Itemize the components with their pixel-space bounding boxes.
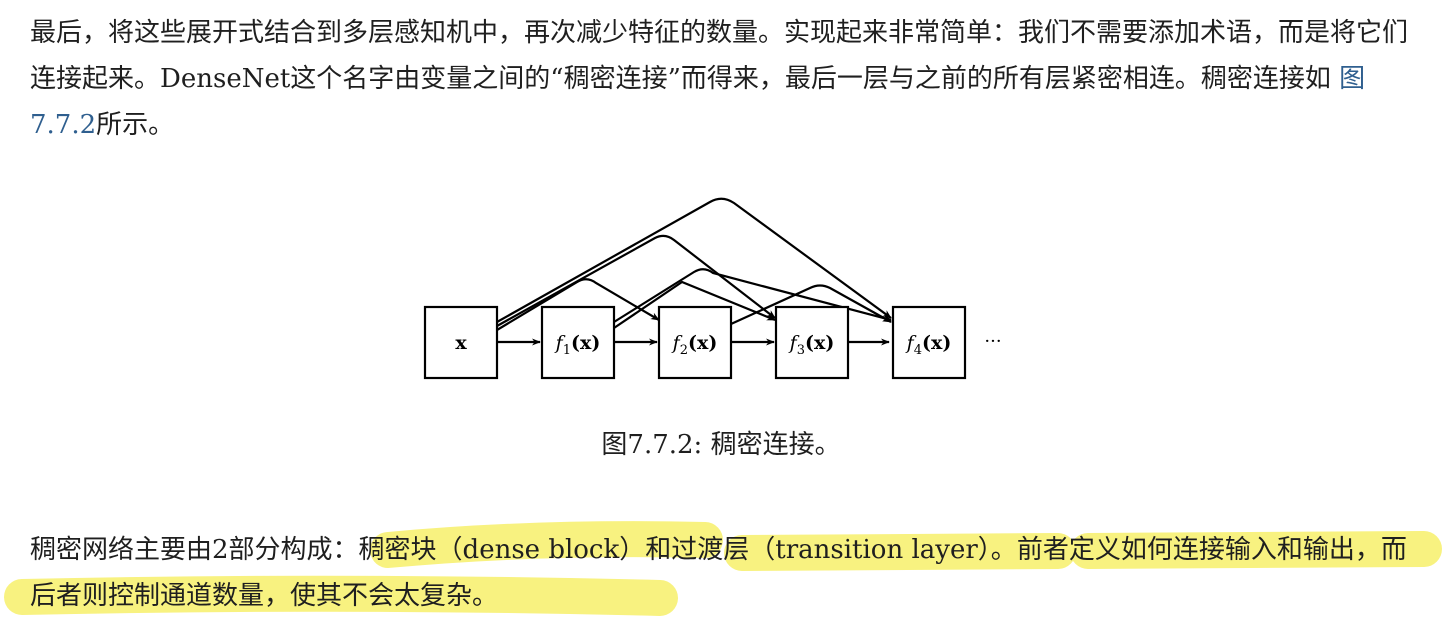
body-paragraph-2: 稠密网络主要由2部分构成：稠密块（dense block）和过渡层（transi… — [30, 527, 1420, 619]
node-box-f1 — [540, 305, 616, 380]
highlight-stroke-3 — [1070, 531, 1442, 569]
ellipsis: ··· — [984, 331, 1001, 352]
node-label-f2: f2(x) — [671, 332, 718, 358]
node-box-x — [423, 305, 499, 380]
node-label-f1: f1(x) — [554, 332, 601, 358]
node-box-f3 — [774, 305, 850, 380]
paragraph2-period: 。 — [990, 535, 1017, 565]
highlight-dense-block: 稠密块（dense block） — [358, 535, 646, 565]
body-paragraph-1: 最后，将这些展开式结合到多层感知机中，再次减少特征的数量。实现起来非常简单：我们… — [30, 10, 1420, 148]
edge-x-f3 — [496, 234, 776, 327]
dense-connection-figure: x f1(x) f2(x) f3(x) f4(x) ··· — [423, 197, 1002, 380]
edge-x-f4 — [496, 197, 892, 323]
node-box-f2 — [657, 305, 733, 380]
highlight-stroke-4 — [4, 575, 678, 616]
edge-x-f2 — [496, 278, 660, 331]
edge-f2-f4 — [730, 284, 892, 326]
paragraph2-intro: 稠密网络主要由2部分构成： — [30, 535, 359, 565]
node-label-x: x — [455, 332, 467, 354]
highlight-transition-layer: 过渡层（transition layer） — [671, 535, 991, 565]
figure-caption: 图7.7.2: 稠密连接。 — [601, 430, 841, 460]
node-box-f4 — [891, 305, 967, 380]
paragraph-text-end: 所示。 — [96, 110, 175, 140]
paragraph-text: 最后，将这些展开式结合到多层感知机中，再次减少特征的数量。实现起来非常简单：我们… — [30, 18, 1409, 94]
highlight-stroke-1 — [370, 521, 723, 568]
node-label-f3: f3(x) — [788, 332, 835, 358]
highlight-stroke-2 — [724, 533, 1076, 571]
paragraph2-and: 和 — [645, 535, 672, 565]
edge-f1-f3 — [613, 280, 776, 329]
highlight-description: 前者定义如何连接输入和输出，而后者则控制通道数量，使其不会太复杂。 — [30, 535, 1407, 611]
figure-reference-link[interactable]: 图7.7.2 — [30, 64, 1366, 140]
edge-f1-f4 — [613, 268, 892, 323]
node-label-f4: f4(x) — [905, 332, 952, 358]
